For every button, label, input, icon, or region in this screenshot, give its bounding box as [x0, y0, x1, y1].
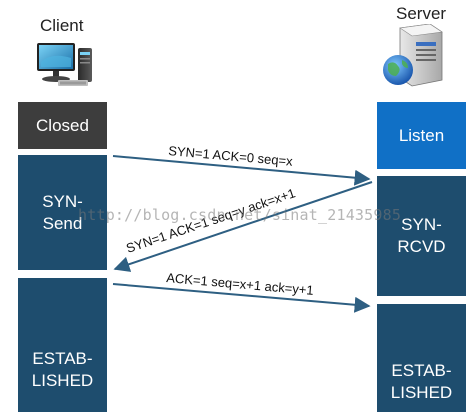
syn-label: SYN=1 ACK=0 seq=x: [168, 143, 294, 169]
watermark-url: http://blog.csdn.net/sinat_21435985: [78, 206, 402, 224]
client-state-syn-send: SYN- Send: [18, 155, 107, 270]
client-state-closed: Closed: [18, 102, 107, 149]
client-state-established: ESTAB- LISHED: [18, 278, 107, 412]
syn-ack-arrow: [113, 181, 373, 272]
ack-arrow: [112, 283, 371, 313]
computer-icon: [34, 40, 98, 95]
server-state-established: ESTAB- LISHED: [377, 304, 466, 412]
server-state-listen: Listen: [377, 102, 466, 169]
server-state-syn-rcvd: SYN- RCVD: [377, 176, 466, 296]
client-title: Client: [40, 16, 84, 35]
syn-arrow: [112, 155, 371, 186]
server-title: Server: [396, 4, 447, 23]
ack-label: ACK=1 seq=x+1 ack=y+1: [166, 270, 315, 298]
server-icon: [378, 23, 448, 95]
